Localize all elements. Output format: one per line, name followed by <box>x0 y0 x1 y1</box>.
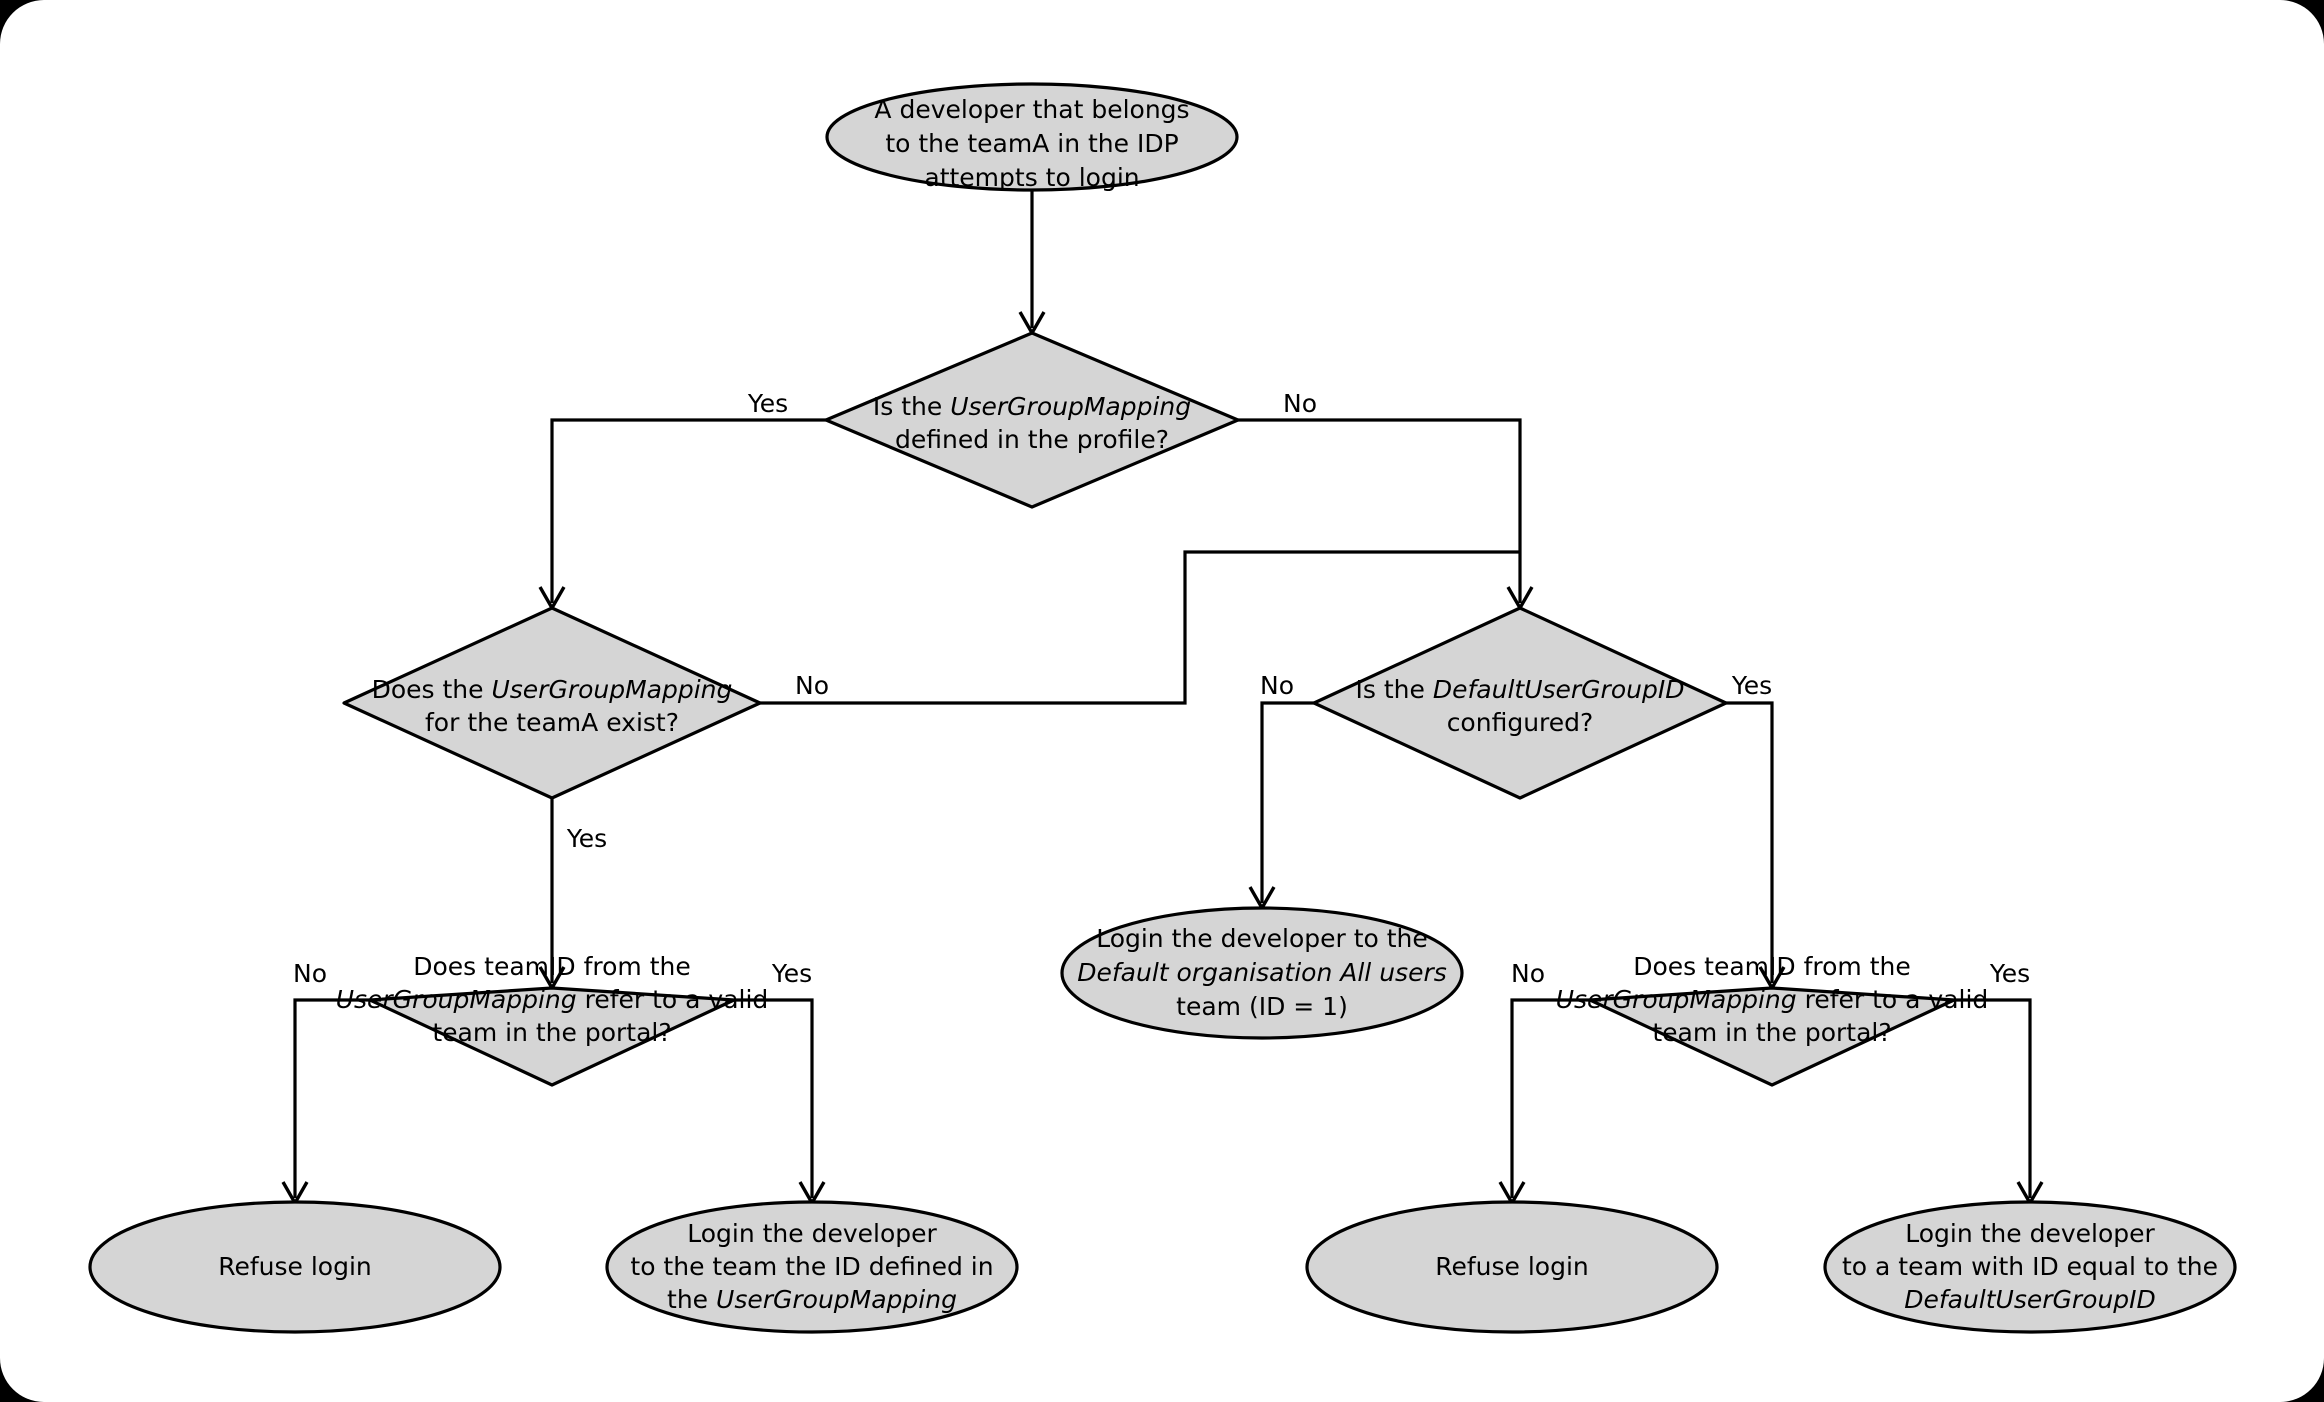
node-refuse-login-left[interactable]: Refuse login <box>88 1200 502 1334</box>
node-decision-usergroupmapping-for-teama[interactable]: Does the UserGroupMapping for the teamA … <box>342 606 762 800</box>
node-login-default-usergroupid-team[interactable]: Login the developer to a team with ID eq… <box>1823 1200 2237 1334</box>
refuse-left-label: Refuse login <box>218 1252 372 1281</box>
edge-label-d5-yes: Yes <box>1989 959 2030 988</box>
edge-label-d3-no: No <box>1260 671 1294 700</box>
d1-diamond-shape <box>824 331 1240 509</box>
login-ugm-line-2: to the team the ID defined in <box>630 1252 993 1281</box>
d2-line-2: for the teamA exist? <box>425 708 679 737</box>
edge-d4-yes-to-login-ugm <box>734 998 814 1198</box>
d4-line-1: Does teamID from the <box>413 952 690 981</box>
edge-d1-yes-to-d2 <box>550 418 826 603</box>
d3-line-2: configured? <box>1447 708 1594 737</box>
login-default-line-1: Login the developer <box>1905 1219 2155 1248</box>
d5-line-2: UserGroupMapping refer to a valid <box>1556 985 1989 1014</box>
start-ellipse-shape <box>825 82 1239 192</box>
d4-line-2: UserGroupMapping refer to a valid <box>336 985 769 1014</box>
d1-line-1: Is the UserGroupMapping <box>873 392 1191 421</box>
edge-d2-no-to-d3 <box>760 550 1520 705</box>
login-default-line-2: to a team with ID equal to the <box>1842 1252 2218 1281</box>
login-default-line-3: DefaultUserGroupID <box>1904 1285 2156 1314</box>
login-default-ellipse-shape <box>1823 1200 2237 1334</box>
default-org-line-3: team (ID = 1) <box>1176 992 1348 1021</box>
login-ugm-line-3: the UserGroupMapping <box>667 1285 957 1314</box>
node-decision-teamid-valid-right[interactable]: Does teamID from the UserGroupMapping re… <box>1556 952 1989 1087</box>
refuse-right-ellipse-shape <box>1305 1200 1719 1334</box>
login-ugm-line-1: Login the developer <box>687 1219 937 1248</box>
edge-d3-yes-to-d5 <box>1726 701 1774 983</box>
edge-label-d4-yes: Yes <box>771 959 812 988</box>
d5-line-3: team in the portal? <box>1652 1018 1891 1047</box>
node-login-default-organisation[interactable]: Login the developer to the Default organ… <box>1060 906 1464 1040</box>
node-decision-teamid-valid-left[interactable]: Does teamID from the UserGroupMapping re… <box>336 952 769 1087</box>
edge-label-d4-no: No <box>293 959 327 988</box>
edge-label-d1-yes: Yes <box>747 389 788 418</box>
node-decision-defaultusergroupid-configured[interactable]: Is the DefaultUserGroupID configured? <box>1312 606 1728 800</box>
edge-label-d3-yes: Yes <box>1731 671 1772 700</box>
default-org-line-1: Login the developer to the <box>1096 924 1428 953</box>
start-line-1: A developer that belongs <box>874 95 1189 124</box>
nodes-layer: A developer that belongs to the teamA in… <box>88 82 2237 1334</box>
login-ugm-ellipse-shape <box>605 1200 1019 1334</box>
node-login-usergroupmapping-team[interactable]: Login the developer to the team the ID d… <box>605 1200 1019 1334</box>
edge-d1-no-to-d3 <box>1238 418 1522 603</box>
d3-line-1: Is the DefaultUserGroupID <box>1356 675 1685 704</box>
edge-labels-layer: Yes No No Yes No Yes No Yes No Yes <box>293 389 2030 988</box>
start-line-3: attempts to login <box>924 163 1139 192</box>
refuse-left-ellipse-shape <box>88 1200 502 1334</box>
d3-diamond-shape <box>1312 606 1728 800</box>
node-start[interactable]: A developer that belongs to the teamA in… <box>825 82 1239 192</box>
refuse-right-label: Refuse login <box>1435 1252 1589 1281</box>
edge-label-d5-no: No <box>1511 959 1545 988</box>
node-refuse-login-right[interactable]: Refuse login <box>1305 1200 1719 1334</box>
edge-d5-yes-to-login-default <box>1954 998 2032 1198</box>
default-org-line-2: Default organisation All users <box>1077 958 1447 987</box>
start-line-2: to the teamA in the IDP <box>885 129 1178 158</box>
edge-d3-no-to-default-org <box>1260 701 1314 903</box>
d2-line-1: Does the UserGroupMapping <box>372 675 733 704</box>
default-org-ellipse-shape <box>1060 906 1464 1040</box>
d4-line-3: team in the portal? <box>432 1018 671 1047</box>
edge-label-d2-no: No <box>795 671 829 700</box>
node-decision-usergroupmapping-defined[interactable]: Is the UserGroupMapping defined in the p… <box>824 331 1240 509</box>
d5-diamond-shape <box>1588 986 1956 1087</box>
d1-line-2: defined in the profile? <box>895 425 1169 454</box>
edge-label-d1-no: No <box>1283 389 1317 418</box>
d5-line-1: Does teamID from the <box>1633 952 1910 981</box>
d4-diamond-shape <box>368 986 736 1087</box>
edge-d5-no-to-refuse <box>1510 998 1590 1198</box>
d2-diamond-shape <box>342 606 762 800</box>
edge-label-d2-yes: Yes <box>566 824 607 853</box>
edge-d4-no-to-refuse <box>293 998 370 1198</box>
